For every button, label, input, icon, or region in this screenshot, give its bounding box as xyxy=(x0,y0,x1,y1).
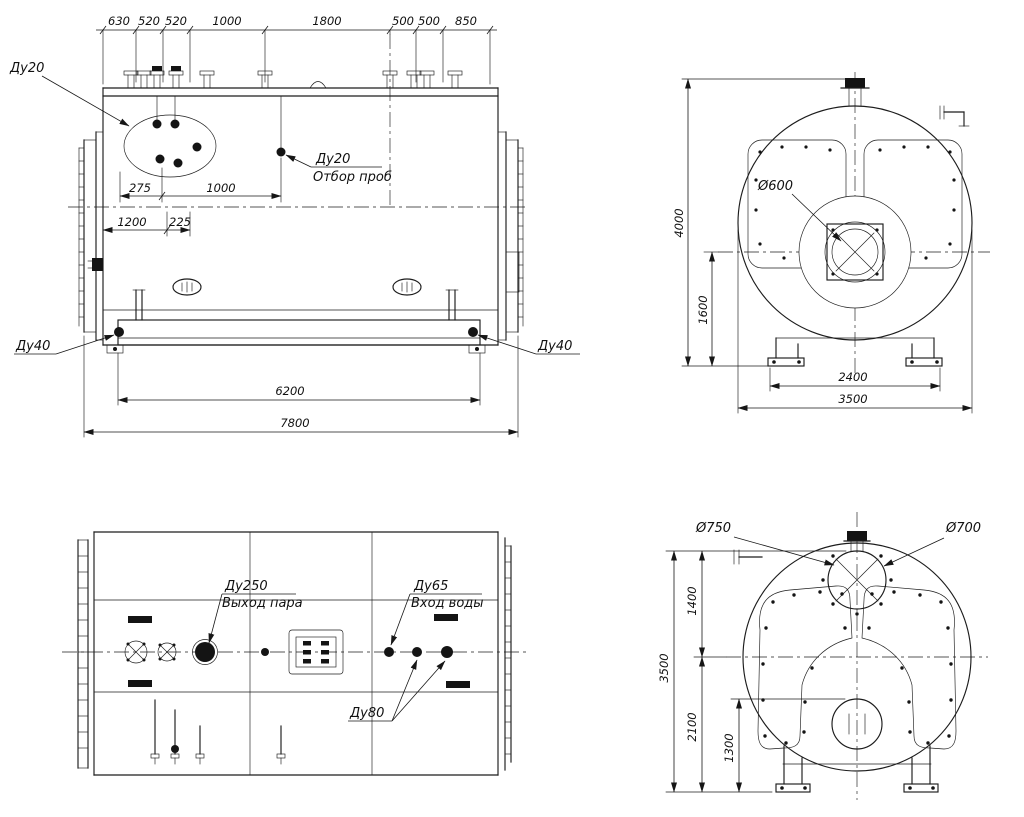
du250-text: Ду250 xyxy=(224,579,268,594)
dim-850: 850 xyxy=(455,14,477,28)
side-top-nozzles xyxy=(123,66,463,89)
front-shell-circle xyxy=(737,105,973,341)
side-left-flange xyxy=(78,131,104,341)
label-sample: Ду20 Отбор проб xyxy=(285,152,392,185)
rear-lower-manhole xyxy=(831,698,883,750)
dim-500a: 500 xyxy=(392,14,414,28)
label-du250: Ду250 Выход пара xyxy=(208,579,303,644)
side-right-flange xyxy=(497,131,524,341)
label-d750: Ø750 xyxy=(695,521,835,566)
side-du40: Ду40 Ду40 xyxy=(14,327,580,355)
du20-sample-text: Ду20 xyxy=(315,152,350,167)
dim-275: 275 xyxy=(129,181,151,195)
side-shell xyxy=(102,87,499,346)
dim-3500-rear: 3500 xyxy=(657,653,671,682)
front-top-fitting xyxy=(840,78,870,107)
dim-6200: 6200 xyxy=(275,384,304,398)
front-dim-1600: 1600 xyxy=(696,251,719,367)
side-view: 630 520 520 1000 1800 500 500 850 xyxy=(9,14,580,438)
front-burner xyxy=(798,195,912,309)
dim-520a: 520 xyxy=(138,14,160,28)
plan-right-flange xyxy=(504,537,512,771)
plan-view: Ду250 Выход пара Ду65 Вход воды Ду80 xyxy=(62,531,526,776)
label-du65: Ду65 Вход воды xyxy=(390,579,484,646)
sample-nozzle xyxy=(276,147,286,157)
label-d700: Ø700 xyxy=(883,521,981,567)
du80-nozzle-1 xyxy=(412,647,422,657)
label-d600: Ø600 xyxy=(757,179,842,242)
dim-500b: 500 xyxy=(418,14,440,28)
du40-left-text: Ду40 xyxy=(15,339,50,354)
du40-right-text: Ду40 xyxy=(537,339,572,354)
dim-225: 225 xyxy=(169,215,191,229)
dim-630: 630 xyxy=(108,14,130,28)
du20-text: Ду20 xyxy=(9,61,44,76)
label-du80: Ду80 xyxy=(348,659,446,722)
dim-1300: 1300 xyxy=(722,733,736,762)
front-view: Ø600 4000 1600 2400 3500 xyxy=(672,72,990,414)
side-handholes xyxy=(172,278,422,296)
side-dim-7800: 7800 xyxy=(83,335,519,438)
rear-dim-1400: 1400 xyxy=(685,550,727,658)
du250-nozzle-ring xyxy=(192,639,218,665)
dim-1400: 1400 xyxy=(685,586,699,615)
rear-dim-1300: 1300 xyxy=(722,698,846,793)
front-dim-3500: 3500 xyxy=(737,229,973,414)
side-chain-dimension: 630 520 520 1000 1800 500 500 850 xyxy=(96,14,497,85)
label-du20: Ду20 xyxy=(9,61,130,127)
rear-dim-3500: 3500 xyxy=(657,550,847,793)
rear-dim-2100: 2100 xyxy=(685,656,705,793)
dim-2400: 2400 xyxy=(838,370,867,384)
front-dim-4000: 4000 xyxy=(672,78,846,367)
side-dim-275-1000: 275 1000 xyxy=(119,157,282,203)
d750-text: Ø750 xyxy=(695,521,731,536)
dim-1000: 1000 xyxy=(206,181,235,195)
dim-1600: 1600 xyxy=(696,295,710,324)
side-nozzle-group xyxy=(123,95,286,178)
rear-tube-sheets xyxy=(757,585,957,750)
sample-note-text: Отбор проб xyxy=(313,170,392,185)
side-dim-6200: 6200 xyxy=(117,352,481,406)
side-right-box xyxy=(505,251,520,293)
du80-nozzle-2 xyxy=(441,646,453,658)
dim-1000-top: 1000 xyxy=(212,14,241,28)
water-in-text: Вход воды xyxy=(411,596,484,611)
front-dim-2400: 2400 xyxy=(769,367,941,392)
d600-text: Ø600 xyxy=(757,179,793,194)
rear-side-pipe xyxy=(733,549,763,565)
side-base xyxy=(106,289,486,354)
dim-4000: 4000 xyxy=(672,208,686,237)
du65-text: Ду65 xyxy=(413,579,448,594)
dim-3500-front: 3500 xyxy=(838,392,867,406)
rear-supports xyxy=(775,745,939,793)
front-side-pipe xyxy=(939,105,970,127)
dim-7800: 7800 xyxy=(280,416,309,430)
rear-shell-circle xyxy=(742,542,972,772)
dim-2100: 2100 xyxy=(685,712,699,741)
rear-top-manhole xyxy=(821,531,893,616)
side-dome xyxy=(309,81,327,89)
dim-1200: 1200 xyxy=(117,215,146,229)
side-left-fitting xyxy=(92,258,103,271)
dim-1800: 1800 xyxy=(312,14,341,28)
front-supports xyxy=(767,337,943,367)
plan-left-flange xyxy=(77,539,89,769)
du250-nozzle xyxy=(195,642,215,662)
d700-text: Ø700 xyxy=(945,521,981,536)
steam-out-text: Выход пара xyxy=(222,596,303,611)
plan-shell xyxy=(93,531,499,776)
plan-nozzles xyxy=(124,614,470,688)
du80-text: Ду80 xyxy=(349,706,384,721)
plan-bottom-nozzles xyxy=(150,699,286,765)
side-dim-1200-225: 1200 225 xyxy=(102,211,191,237)
du65-nozzle xyxy=(384,647,394,657)
dim-520b: 520 xyxy=(165,14,187,28)
rear-view: Ø750 Ø700 xyxy=(657,512,988,800)
